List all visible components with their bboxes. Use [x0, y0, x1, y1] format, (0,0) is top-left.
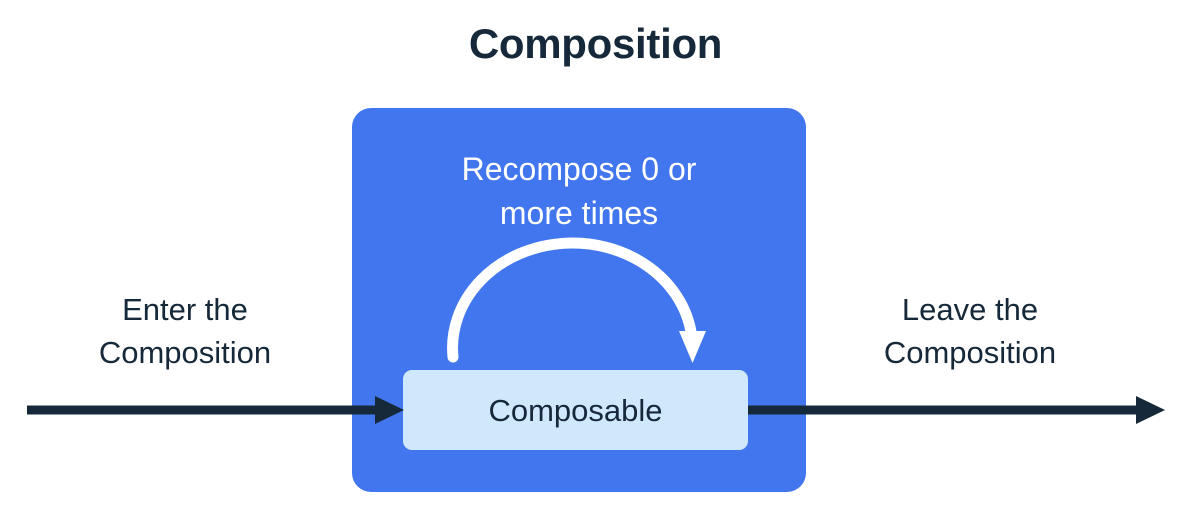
leave-composition-label: Leave the Composition [820, 288, 1120, 374]
enter-composition-label-line-1: Enter the [122, 292, 248, 327]
enter-composition-arrow-icon [27, 396, 404, 424]
enter-composition-label-line-2: Composition [98, 335, 272, 370]
leave-composition-arrow-icon [748, 396, 1165, 424]
composable-box: Composable [403, 370, 748, 450]
page-title: Composition [468, 20, 723, 67]
recompose-label-line-1: Recompose 0 or [461, 151, 697, 187]
leave-composition-label-line-1: Leave the [901, 292, 1039, 327]
composable-label: Composable [488, 392, 663, 428]
recompose-label-line-2: more times [499, 195, 659, 231]
enter-composition-label: Enter the Composition [35, 288, 335, 374]
recompose-loop-arrow-icon [447, 237, 706, 363]
recompose-label: Recompose 0 or more times [352, 147, 806, 235]
leave-composition-label-line-2: Composition [883, 335, 1057, 370]
